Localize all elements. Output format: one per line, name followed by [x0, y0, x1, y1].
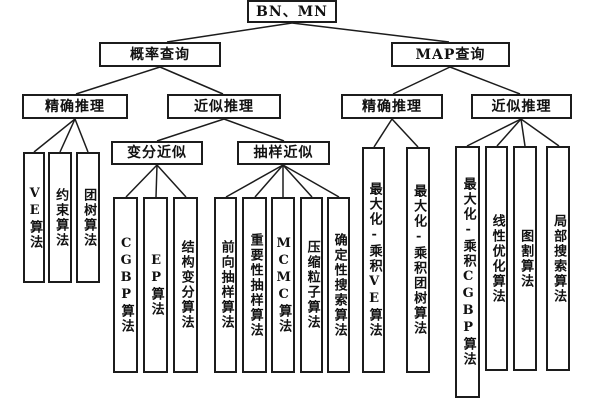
node-cgbp-algorithm: CGBP算法 — [113, 197, 138, 373]
node-sampling-approx: 抽样近似 — [237, 141, 330, 165]
node-max-product-cgbp-algorithm: 最大化-乘积CGBP算法 — [455, 146, 480, 398]
node-ep-algorithm: EP算法 — [143, 197, 168, 373]
node-map-query: MAP查询 — [391, 42, 510, 67]
node-probability-query: 概率查询 — [99, 42, 221, 67]
node-compressed-particle-algorithm: 压缩粒子算法 — [300, 197, 323, 373]
node-graph-cut-algorithm: 图割算法 — [513, 146, 537, 371]
node-importance-sampling-algorithm: 重要性抽样算法 — [242, 197, 267, 373]
node-linear-optimization-algorithm: 线性优化算法 — [485, 146, 508, 371]
node-prob-approx-inference: 近似推理 — [167, 94, 281, 119]
node-deterministic-search-algorithm: 确定性搜索算法 — [327, 197, 350, 373]
node-root-bn-mn: BN、MN — [247, 0, 337, 23]
node-constraint-algorithm: 约束算法 — [48, 152, 72, 283]
node-mcmc-algorithm: MCMC算法 — [271, 197, 295, 373]
node-prob-exact-inference: 精确推理 — [22, 94, 128, 119]
node-map-exact-inference: 精确推理 — [341, 94, 443, 119]
node-variational-approx: 变分近似 — [111, 141, 203, 165]
node-ve-algorithm: VE算法 — [23, 152, 45, 283]
node-structured-variational-algorithm: 结构变分算法 — [173, 197, 198, 373]
node-max-product-ve-algorithm: 最大化-乘积VE算法 — [362, 147, 385, 373]
node-map-approx-inference: 近似推理 — [471, 94, 572, 119]
node-max-product-clique-tree-algorithm: 最大化-乘积团树算法 — [406, 147, 430, 373]
node-forward-sampling-algorithm: 前向抽样算法 — [214, 197, 237, 373]
node-local-search-algorithm: 局部搜索算法 — [546, 146, 570, 371]
node-clique-tree-algorithm: 团树算法 — [76, 152, 100, 283]
